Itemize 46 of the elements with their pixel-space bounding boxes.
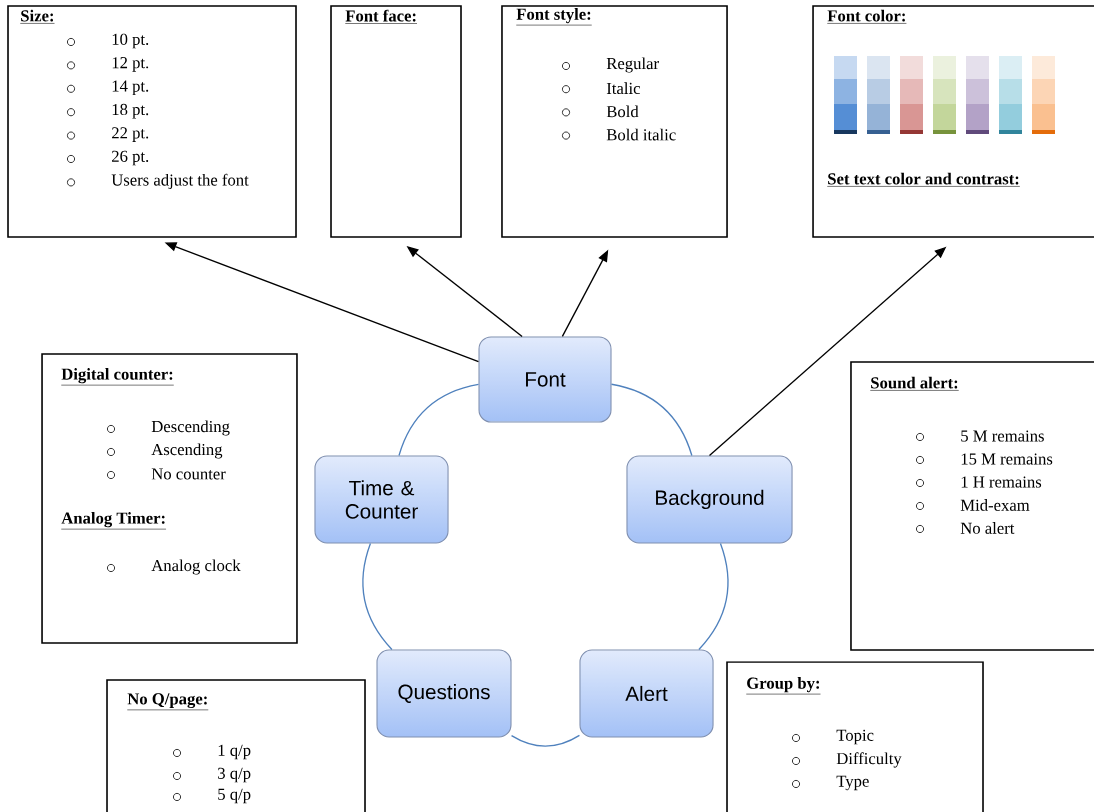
heading: Sound alert: xyxy=(870,376,959,391)
list-item: Regular xyxy=(606,57,659,73)
list-item: Bold italic xyxy=(606,128,676,141)
list-item: Mid-exam xyxy=(960,499,1030,511)
topic-box: Questions xyxy=(376,649,512,738)
heading: Font color: xyxy=(827,9,907,24)
heading: Size: xyxy=(20,9,55,24)
connector-arc xyxy=(362,542,393,651)
list-item: Italic xyxy=(606,82,640,95)
connector-arc xyxy=(398,383,480,457)
list-item: 3 q/p xyxy=(218,767,251,783)
heading: Font style: xyxy=(516,8,592,26)
list-item: 10 pt. xyxy=(112,33,149,49)
list-item: 14 pt. xyxy=(112,80,149,96)
list-item: 26 pt. xyxy=(112,150,149,166)
list-item: Type xyxy=(836,775,869,791)
list-item: Difficulty xyxy=(836,752,902,768)
connector-arc xyxy=(510,734,581,747)
list-item: 15 M remains xyxy=(961,453,1053,465)
list-item: 1 q/p xyxy=(218,744,251,760)
list-item: Analog clock xyxy=(151,559,241,575)
heading: Group by: xyxy=(746,677,821,695)
list-item: No alert xyxy=(960,522,1015,534)
topic-box: Alert xyxy=(579,649,714,738)
list-item: 1 H remains xyxy=(961,476,1042,488)
connector-arc xyxy=(610,383,693,457)
list-item: 5 q/p xyxy=(218,788,251,804)
list-item: Ascending xyxy=(151,443,223,459)
heading: Set text color and contrast: xyxy=(827,172,1021,187)
heading: Analog Timer: xyxy=(61,512,167,530)
list-item: Bold xyxy=(606,105,639,118)
heading: Digital counter: xyxy=(61,368,174,386)
list-item: 12 pt. xyxy=(112,57,149,72)
topic-box: Background xyxy=(626,455,793,544)
list-item: 5 M remains xyxy=(961,430,1044,442)
list-item: No counter xyxy=(151,468,226,480)
list-item: Users adjust the font xyxy=(111,173,249,190)
connector-arc xyxy=(698,542,729,651)
heading: No Q/page: xyxy=(127,693,209,711)
list-item: Topic xyxy=(836,729,874,745)
list-item: 22 pt. xyxy=(112,127,149,142)
list-item: Descending xyxy=(151,420,230,436)
topic-box: Time & Counter xyxy=(314,455,449,544)
heading: Font face: xyxy=(345,9,418,24)
list-item: 18 pt. xyxy=(112,103,149,119)
topic-box: Font xyxy=(478,336,612,423)
